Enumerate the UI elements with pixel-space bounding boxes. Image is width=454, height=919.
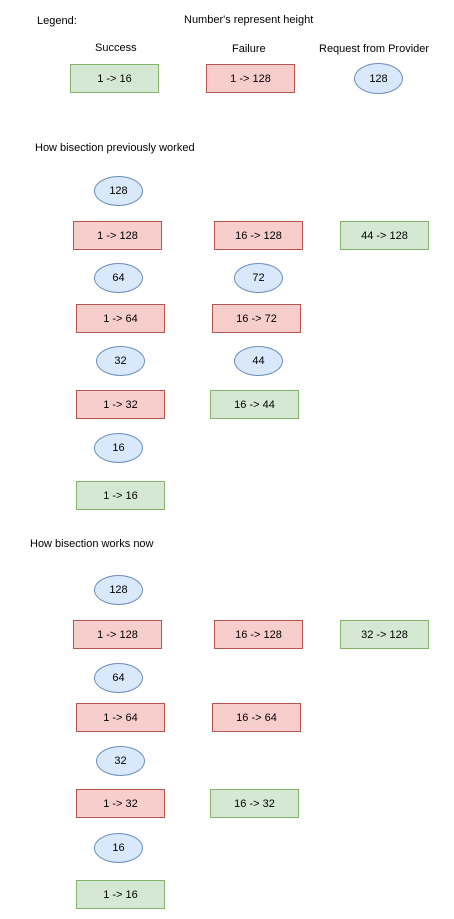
previous-failure-16-72: 16 -> 72 xyxy=(212,304,301,333)
current-failure-16-128: 16 -> 128 xyxy=(214,620,303,649)
legend-failure-box: 1 -> 128 xyxy=(206,64,295,93)
legend-request-ellipse: 128 xyxy=(354,63,403,94)
current-request-16: 16 xyxy=(94,833,143,863)
current-failure-1-128: 1 -> 128 xyxy=(73,620,162,649)
previous-failure-1-128: 1 -> 128 xyxy=(73,221,162,250)
previous-success-1-16: 1 -> 16 xyxy=(76,481,165,510)
legend-success-box: 1 -> 16 xyxy=(70,64,159,93)
current-section-title: How bisection works now xyxy=(30,538,154,550)
current-failure-1-64: 1 -> 64 xyxy=(76,703,165,732)
current-request-32: 32 xyxy=(96,746,145,776)
previous-request-64: 64 xyxy=(94,263,143,293)
legend-failure-header: Failure xyxy=(232,43,266,55)
current-failure-16-64: 16 -> 64 xyxy=(212,703,301,732)
previous-success-16-44: 16 -> 44 xyxy=(210,390,299,419)
previous-request-32: 32 xyxy=(96,346,145,376)
previous-request-16: 16 xyxy=(94,433,143,463)
previous-request-72: 72 xyxy=(234,263,283,293)
current-success-32-128: 32 -> 128 xyxy=(340,620,429,649)
previous-section-title: How bisection previously worked xyxy=(35,142,195,154)
previous-failure-16-128: 16 -> 128 xyxy=(214,221,303,250)
legend-title: Legend: xyxy=(37,15,77,27)
current-request-64: 64 xyxy=(94,663,143,693)
previous-failure-1-64: 1 -> 64 xyxy=(76,304,165,333)
current-success-16-32: 16 -> 32 xyxy=(210,789,299,818)
current-request-128: 128 xyxy=(94,575,143,605)
previous-request-128: 128 xyxy=(94,176,143,206)
current-failure-1-32: 1 -> 32 xyxy=(76,789,165,818)
previous-request-44: 44 xyxy=(234,346,283,376)
previous-failure-1-32: 1 -> 32 xyxy=(76,390,165,419)
current-success-1-16: 1 -> 16 xyxy=(76,880,165,909)
legend-note: Number's represent height xyxy=(184,14,314,26)
previous-success-44-128: 44 -> 128 xyxy=(340,221,429,250)
legend-request-header: Request from Provider xyxy=(319,43,430,55)
legend-success-header: Success xyxy=(95,42,137,54)
